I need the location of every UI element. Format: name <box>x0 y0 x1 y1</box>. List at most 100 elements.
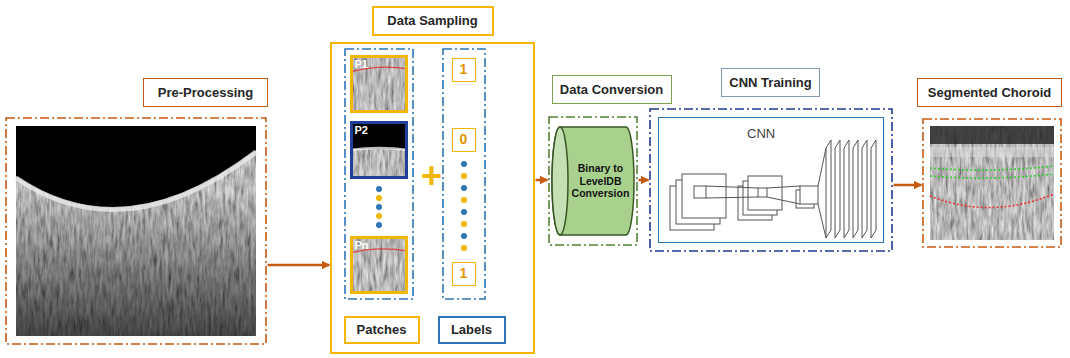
illustration-part <box>871 140 876 238</box>
illustration-part <box>461 185 467 191</box>
heading-text: Patches <box>357 322 407 337</box>
flow-arrow <box>536 179 548 182</box>
node-text: Binary to LevelDB Conversion <box>570 162 631 200</box>
illustration-part <box>706 186 758 188</box>
patch-name: P1 <box>355 58 368 70</box>
node-text: 0 <box>460 131 468 148</box>
illustration-part <box>376 213 382 219</box>
cylinder-body <box>552 127 634 235</box>
dash-dot-outline <box>922 118 1062 248</box>
illustration-part <box>461 197 467 203</box>
heading-text: Labels <box>451 322 492 337</box>
illustration-part <box>930 166 1054 170</box>
stage-frame: CNN TrainingCNN <box>649 108 893 252</box>
dash-dot-outline-rect <box>345 49 413 299</box>
illustration-part <box>930 147 1054 157</box>
heading-text: Segmented Choroid <box>928 85 1052 100</box>
network-name: CNN <box>747 126 775 141</box>
cnn-layers <box>670 140 876 238</box>
illustration-part <box>16 190 256 336</box>
flow-arrow <box>268 264 330 267</box>
heading-text: Data Conversion <box>560 82 663 97</box>
stage-box: Data SamplingPatchesP1P2PnLabels101 <box>330 42 535 354</box>
label-cell: 1 <box>452 58 476 82</box>
illustration-part <box>16 126 256 336</box>
patch-column: PatchesP1P2Pn <box>344 48 414 300</box>
stage-heading: Data Conversion <box>552 75 672 104</box>
illustration-part <box>350 236 408 294</box>
flow-arrow <box>639 179 649 182</box>
dash-dot-outline-rect <box>549 117 637 245</box>
illustration-part <box>758 188 767 197</box>
illustration-part <box>818 204 826 238</box>
dash-dot-outline-rect <box>6 118 266 344</box>
illustration-part <box>376 222 382 228</box>
stage-heading: Data Sampling <box>372 6 494 36</box>
patch-images <box>350 55 408 294</box>
label-cell: 1 <box>452 262 476 286</box>
illustration-part <box>862 140 867 238</box>
stage-frame: Segmented Choroid <box>922 118 1062 248</box>
illustration-part <box>376 204 382 210</box>
flow-arrow <box>894 184 922 187</box>
illustration-part <box>706 197 758 198</box>
dash-dot-outline-rect <box>923 119 1061 247</box>
dash-dot-outline-rect <box>650 109 892 251</box>
oct-scan-segmented <box>930 126 1054 240</box>
image-patch: P1 <box>350 55 408 113</box>
illustration-part <box>376 195 382 201</box>
illustration-part <box>694 186 706 198</box>
illustration-part <box>461 221 467 227</box>
node-text: 1 <box>460 61 468 78</box>
oct-scan-raw <box>16 126 256 336</box>
network-panel: CNN <box>658 117 884 243</box>
illustration-part <box>350 148 408 150</box>
node-text: 1 <box>460 265 468 282</box>
heading-text: Pre-Processing <box>158 85 253 100</box>
illustration-part <box>930 194 1054 208</box>
illustration-part <box>930 174 1054 178</box>
illustration-part <box>16 150 256 336</box>
illustration-part <box>461 209 467 215</box>
dash-dot-outline <box>5 117 267 345</box>
text-area: 1 <box>453 263 475 285</box>
plus-sign: + <box>421 158 442 194</box>
patch-name: P2 <box>355 124 368 136</box>
illustration-part <box>350 121 408 179</box>
stage-frame: Pre-Processing <box>5 117 267 345</box>
illustration-part <box>930 126 1054 144</box>
image-patch: Pn <box>350 236 408 294</box>
illustration-part <box>16 152 256 209</box>
cylinder-face <box>552 127 568 235</box>
image-patch: P2 <box>350 121 408 179</box>
dash-dot-outline <box>344 48 414 300</box>
illustration-part <box>930 126 1054 240</box>
illustration-part <box>350 55 408 113</box>
illustration-part <box>826 140 831 238</box>
stage-heading: Segmented Choroid <box>917 78 1062 107</box>
illustration-part <box>461 161 467 167</box>
stage-heading: CNN Training <box>721 68 820 97</box>
database-cylinder: Binary to LevelDB Conversion <box>551 126 635 236</box>
illustration-part <box>844 140 849 238</box>
heading-text: Data Sampling <box>387 13 477 28</box>
stage-frame: Data ConversionBinary to LevelDB Convers… <box>548 116 638 246</box>
dash-dot-outline-rect <box>443 49 485 299</box>
illustration-part <box>835 140 840 238</box>
illustration-part <box>682 174 726 218</box>
stage-heading: Patches <box>344 316 420 344</box>
illustration-part <box>853 140 858 238</box>
illustration-part <box>748 176 782 210</box>
illustration-part <box>461 245 467 251</box>
illustration-part <box>818 148 826 186</box>
label-cell: 0 <box>452 128 476 152</box>
illustration-part <box>767 197 800 204</box>
text-area: 0 <box>453 129 475 151</box>
illustration-part <box>376 186 382 192</box>
stage-heading: Pre-Processing <box>143 78 268 107</box>
illustration-part <box>461 233 467 239</box>
text-area: Binary to LevelDB Conversion <box>551 126 635 236</box>
stage-heading: Labels <box>438 316 506 344</box>
